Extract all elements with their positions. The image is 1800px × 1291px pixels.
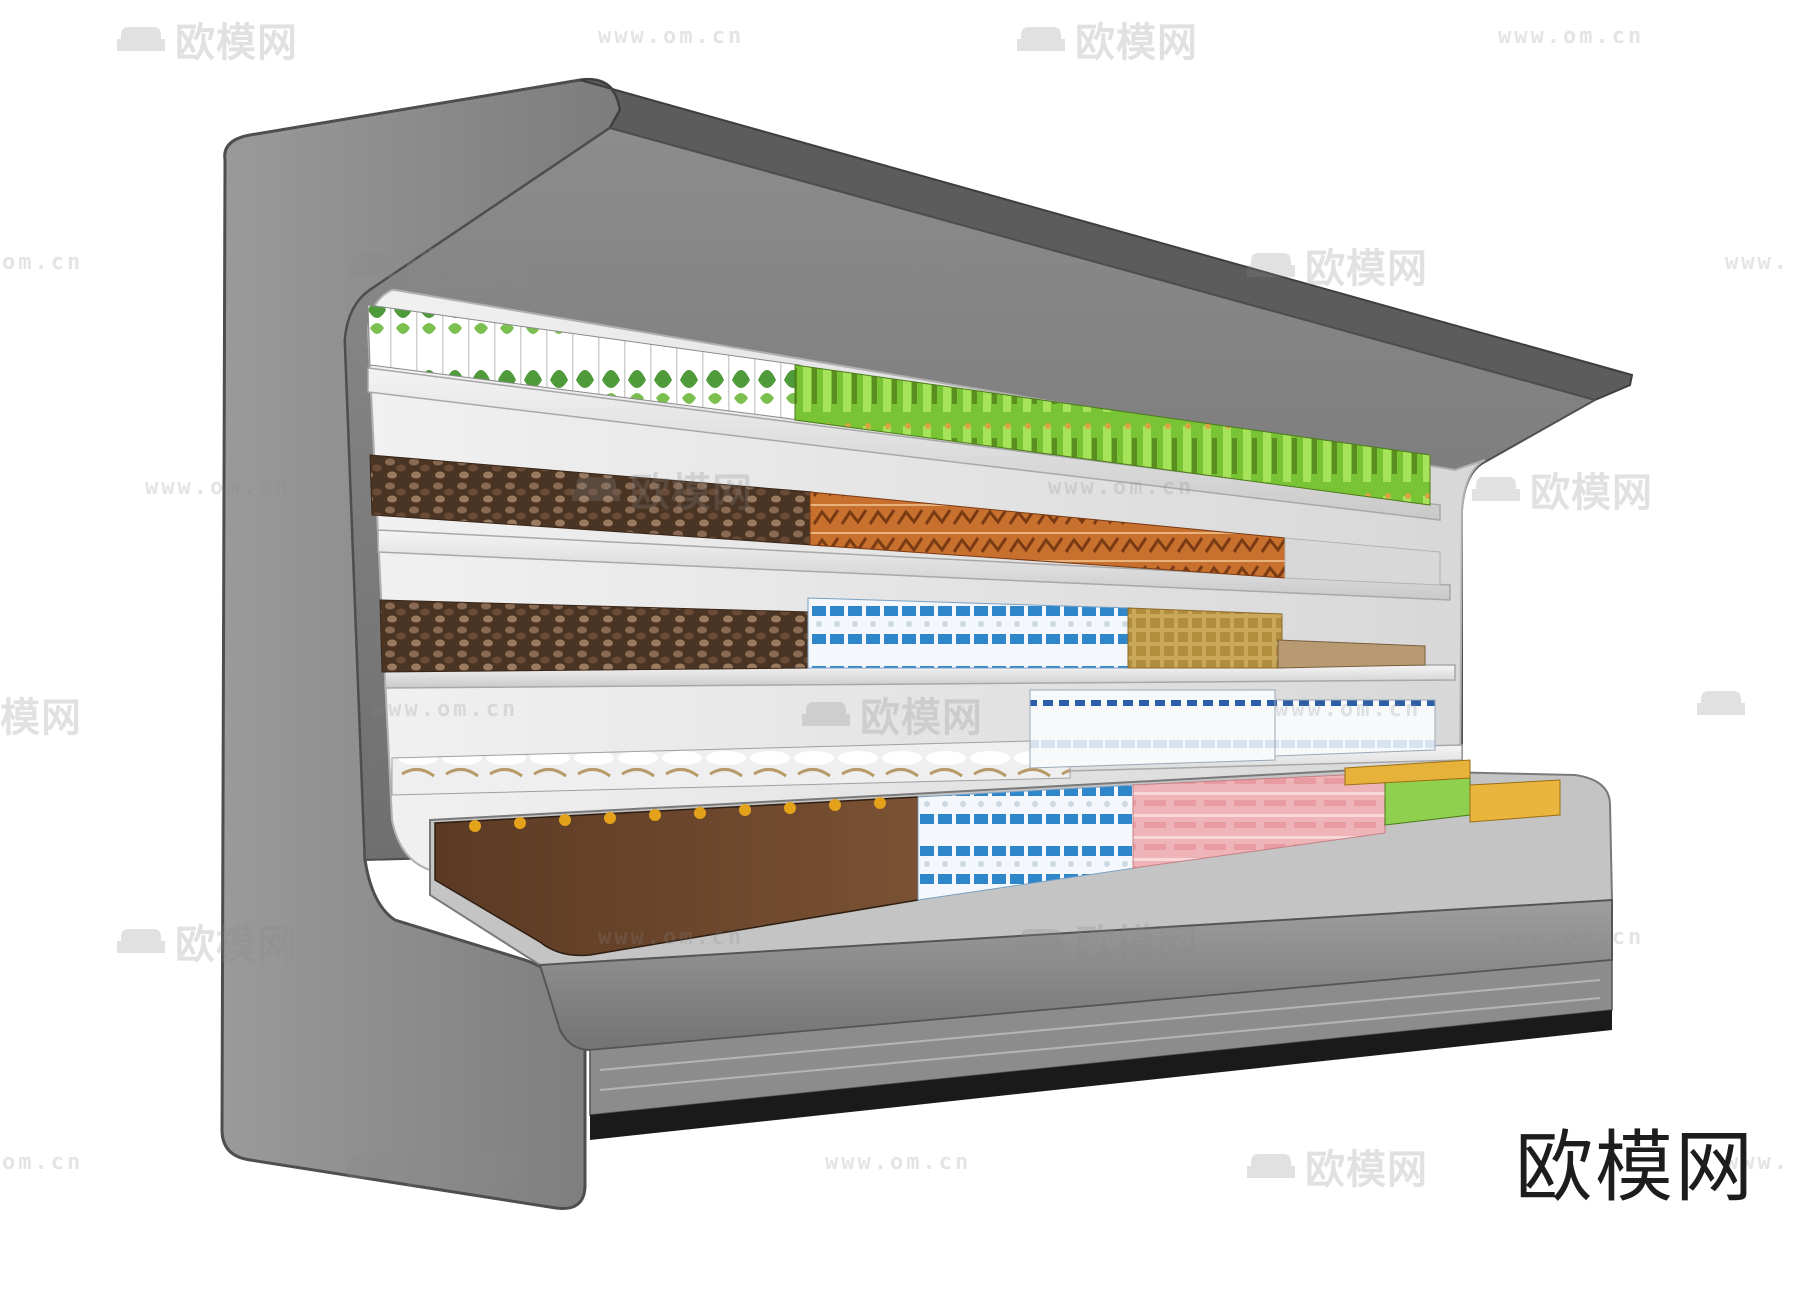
corner-brand-text: 欧模网: [1515, 1123, 1756, 1213]
case-rail-stripe-1: [599, 979, 1601, 1071]
shelf-2: [377, 529, 1451, 601]
product-row-4-yogurt: [391, 739, 1071, 796]
shelf-1: [367, 367, 1441, 521]
product-row-2-empty: [1284, 537, 1441, 586]
product-base-yellow-box: [1469, 779, 1561, 823]
case-canopy-top: [579, 78, 1634, 402]
product-row-3-tan: [1127, 607, 1283, 669]
product-row-3-roll: [1277, 639, 1426, 669]
case-rail-stripe-2: [599, 997, 1601, 1091]
product-row-3-water: [807, 597, 1131, 669]
product-row-4-milk-small: [1274, 699, 1436, 757]
product-base-pink-boxes: [1132, 772, 1386, 869]
shelves: [367, 367, 1463, 791]
product-base-brown-boxes: [434, 796, 919, 957]
product-row-3-left: [379, 599, 811, 673]
product-row-1-right: [794, 364, 1431, 506]
product-row-4-milk: [1029, 689, 1276, 769]
product-base-yellow-top: [1344, 759, 1471, 786]
product-base-box-caps: [469, 797, 886, 832]
case-base-shadow: [590, 1010, 1612, 1140]
